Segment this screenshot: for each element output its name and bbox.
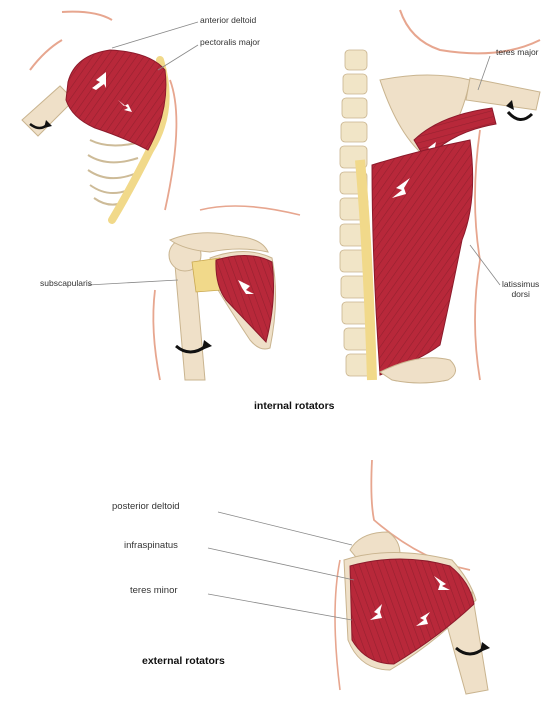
label-posterior-deltoid: posterior deltoid: [112, 502, 180, 513]
figure-external-rotators: [335, 460, 490, 694]
caption-internal-rotators: internal rotators: [254, 400, 335, 412]
caption-external-rotators: external rotators: [142, 655, 225, 667]
figure-anterior-deltoid-pectoralis: [22, 12, 176, 220]
figure-teres-major-latissimus: [340, 10, 540, 383]
label-latissimus-line2: dorsi: [502, 290, 539, 300]
label-anterior-deltoid: anterior deltoid: [200, 16, 256, 26]
label-subscapularis: subscapularis: [40, 279, 92, 289]
label-pectoralis-major: pectoralis major: [200, 38, 260, 48]
label-teres-minor: teres minor: [130, 586, 178, 597]
label-latissimus-dorsi: latissimus dorsi: [502, 280, 539, 300]
label-teres-major: teres major: [496, 48, 539, 58]
figure-subscapularis: [153, 206, 300, 380]
label-infraspinatus: infraspinatus: [124, 541, 178, 552]
